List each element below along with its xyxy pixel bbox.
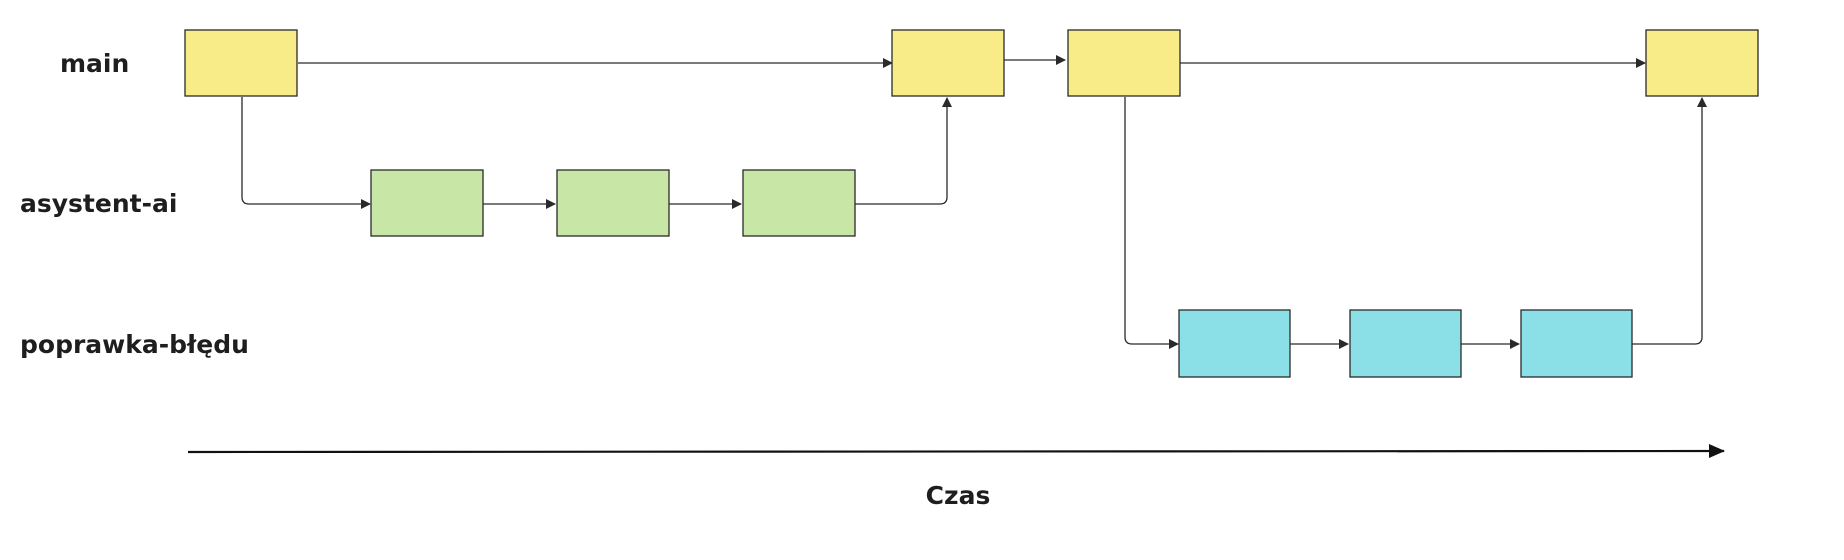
commit-main-1 (184, 29, 298, 97)
connector-branch-off-fix (1124, 97, 1179, 349)
branch-asystent-ai-commits (370, 169, 856, 237)
branch-poprawka-bledu-commits (1178, 309, 1633, 378)
connector-branch-off-ai (241, 97, 371, 209)
connectors (241, 55, 1707, 349)
time-axis-arrow (187, 444, 1725, 459)
commit-asystent-ai-3 (742, 169, 856, 237)
commit-asystent-ai-2 (556, 169, 670, 237)
connector-merge-fix (1632, 97, 1707, 345)
commit-main-2 (891, 29, 1005, 97)
commit-main-3 (1067, 29, 1181, 97)
branch-label-main: main (60, 49, 129, 78)
commit-poprawka-bledu-2 (1349, 309, 1462, 378)
branch-label-asystent-ai: asystent-ai (20, 189, 177, 218)
branch-label-poprawka-bledu: poprawka-błędu (20, 330, 249, 359)
commit-poprawka-bledu-1 (1178, 309, 1291, 378)
connector-merge-ai (855, 97, 952, 205)
commit-main-4 (1645, 29, 1759, 97)
time-axis-label: Czas (926, 481, 991, 510)
commit-poprawka-bledu-3 (1520, 309, 1633, 378)
branch-main-commits (184, 29, 1759, 97)
commit-asystent-ai-1 (370, 169, 484, 237)
